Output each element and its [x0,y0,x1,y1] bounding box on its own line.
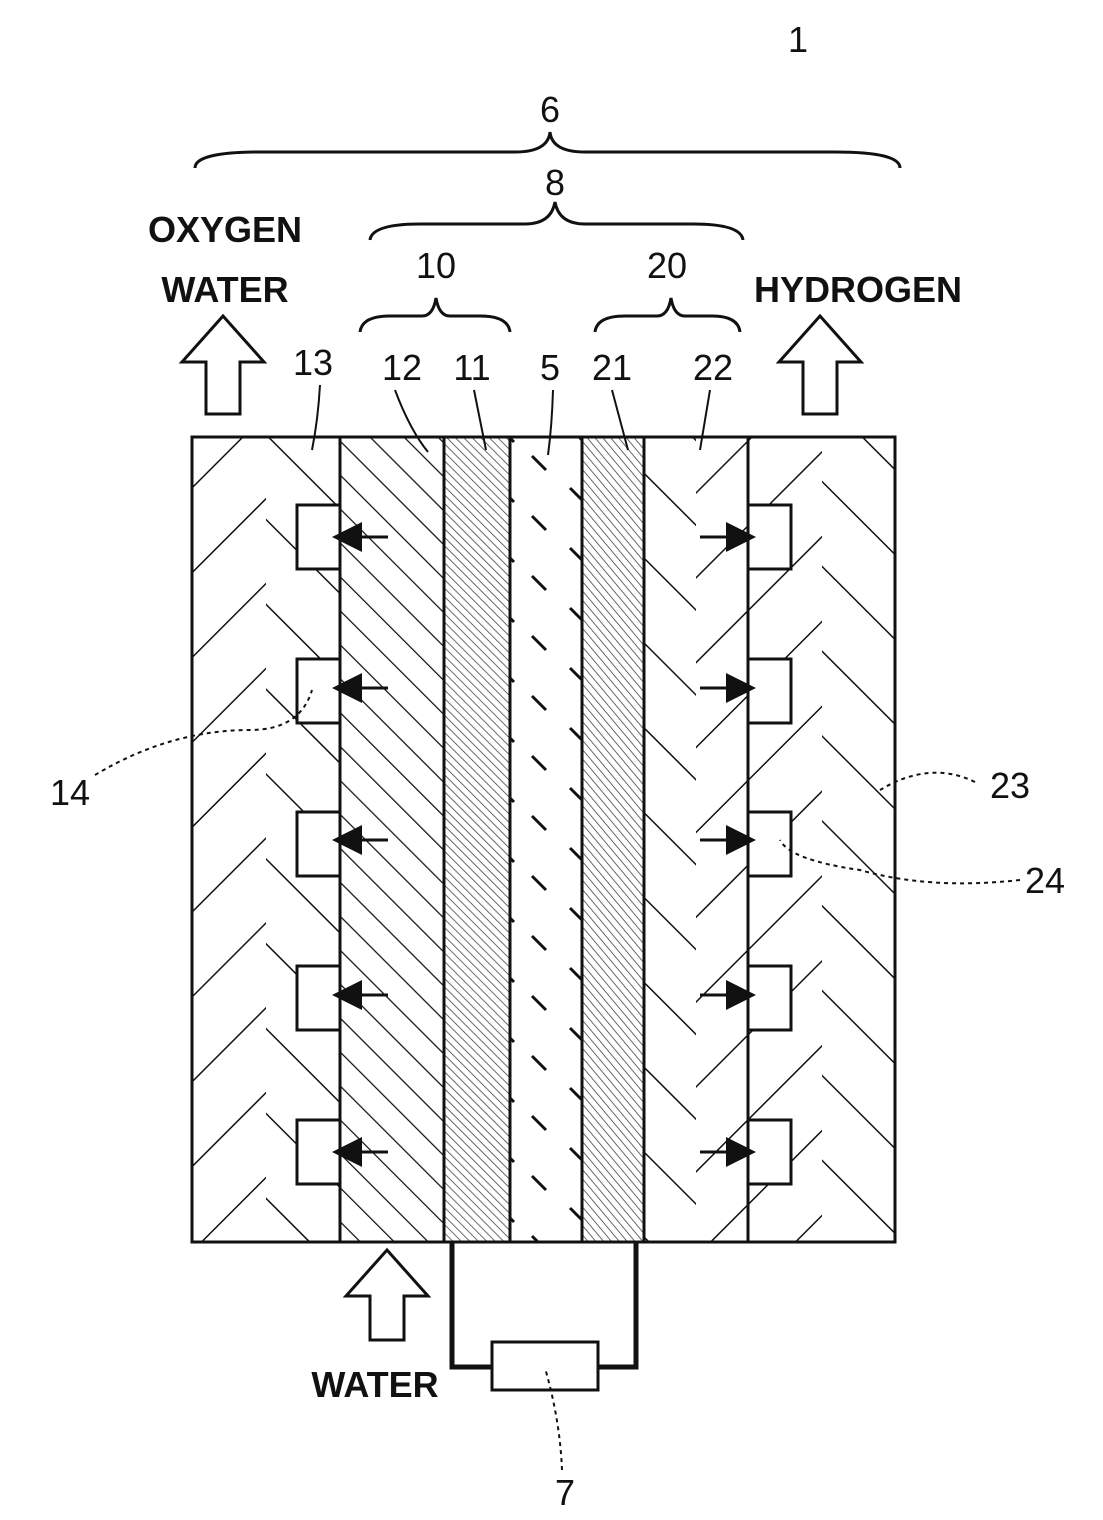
hydrogen-outlet-arrow [779,316,861,414]
brace-10 [360,298,510,332]
layer-11 [444,437,510,1242]
hydrogen-label: HYDROGEN [754,269,962,310]
channel-14 [297,966,340,1030]
channel-24 [748,812,791,876]
channel-24 [748,966,791,1030]
oxygen-water-outlet-arrow [182,316,264,414]
channel-24 [748,659,791,723]
ref-label-6: 6 [540,89,560,130]
ref-label-8: 8 [545,162,565,203]
brace-20 [595,298,740,332]
layer-5-membrane [510,437,582,1242]
channel-14 [297,659,340,723]
ref-label-7: 7 [555,1472,575,1513]
oxygen-label: OXYGEN [148,209,302,250]
ref-label-24: 24 [1025,860,1065,901]
water-in-label: WATER [311,1364,438,1405]
channel-14 [297,1120,340,1184]
ref-label-1: 1 [788,19,808,60]
brace-8 [370,202,743,240]
ref-label-12: 12 [382,347,422,388]
layer-21 [582,437,644,1242]
ref-label-22: 22 [693,347,733,388]
ref-label-13: 13 [293,342,333,383]
water-out-label: WATER [161,269,288,310]
channel-14 [297,505,340,569]
water-inlet-arrow [346,1250,428,1340]
channel-24 [748,1120,791,1184]
ref-label-23: 23 [990,765,1030,806]
ref-label-20: 20 [647,245,687,286]
ref-label-21: 21 [592,347,632,388]
ref-label-5: 5 [540,347,560,388]
ref-label-10: 10 [416,245,456,286]
power-source-7 [492,1342,598,1390]
channel-14 [297,812,340,876]
channel-24 [748,505,791,569]
ref-label-11: 11 [453,347,490,388]
ref-label-14: 14 [50,772,90,813]
